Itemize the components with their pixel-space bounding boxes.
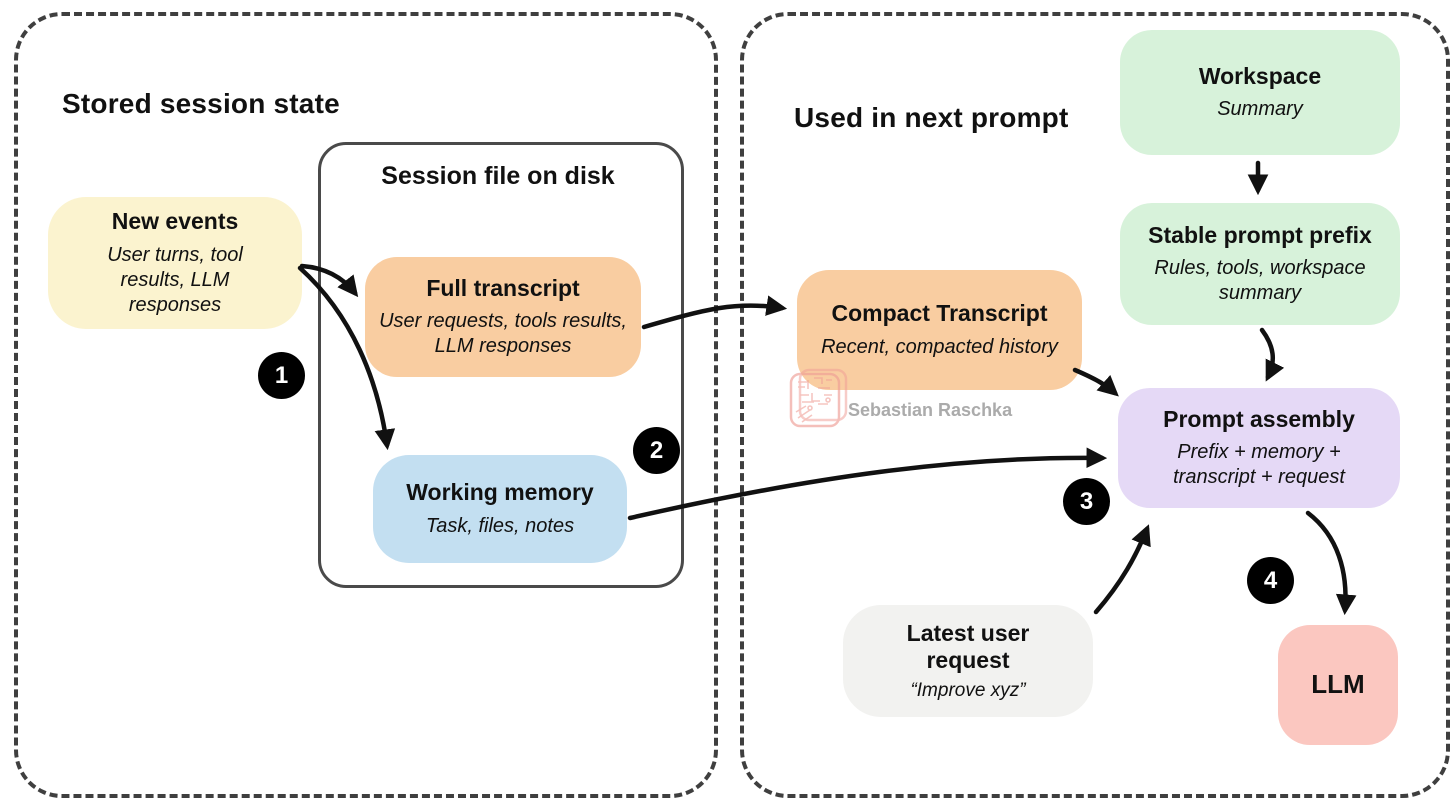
step-2-badge: 2 xyxy=(633,427,680,474)
new-events-title: New events xyxy=(111,208,239,235)
stable-prompt-prefix-node: Stable prompt prefix Rules, tools, works… xyxy=(1120,203,1400,325)
latest-user-request-subtitle: “Improve xyz” xyxy=(910,679,1026,701)
working-memory-title: Working memory xyxy=(406,479,594,506)
right-panel-title: Used in next prompt xyxy=(794,102,1069,133)
prompt-assembly-node: Prompt assembly Prefix + memory + transc… xyxy=(1118,388,1400,508)
workspace-node: Workspace Summary xyxy=(1120,30,1400,155)
stored-session-state-container xyxy=(14,12,718,798)
llm-title: LLM xyxy=(1311,669,1365,700)
compact-transcript-node: Compact Transcript Recent, compacted his… xyxy=(797,270,1082,390)
latest-user-request-title: Latest user request xyxy=(906,619,1030,674)
working-memory-subtitle: Task, files, notes xyxy=(425,514,575,537)
prompt-assembly-title: Prompt assembly xyxy=(1163,405,1355,432)
new-events-node: New events User turns, tool results, LLM… xyxy=(48,197,302,329)
left-panel-title: Stored session state xyxy=(62,88,340,119)
workspace-subtitle: Summary xyxy=(1217,98,1303,121)
step-1-badge: 1 xyxy=(258,352,305,399)
used-in-next-prompt-container xyxy=(740,12,1450,798)
new-events-subtitle: User turns, tool results, LLM responses xyxy=(107,243,243,316)
step-3-badge: 3 xyxy=(1063,478,1110,525)
latest-user-request-node: Latest user request “Improve xyz” xyxy=(843,605,1093,717)
full-transcript-title: Full transcript xyxy=(426,274,580,301)
stable-prompt-prefix-subtitle: Rules, tools, workspace summary xyxy=(1154,257,1366,305)
compact-transcript-subtitle: Recent, compacted history xyxy=(821,335,1058,358)
session-file-title: Session file on disk xyxy=(381,162,615,190)
compact-transcript-title: Compact Transcript xyxy=(831,300,1048,327)
working-memory-node: Working memory Task, files, notes xyxy=(373,455,627,563)
prompt-assembly-subtitle: Prefix + memory + transcript + request xyxy=(1173,441,1345,489)
full-transcript-subtitle: User requests, tools results, LLM respon… xyxy=(379,310,627,358)
workspace-title: Workspace xyxy=(1198,62,1322,89)
llm-node: LLM xyxy=(1278,625,1398,745)
step-4-badge: 4 xyxy=(1247,557,1294,604)
stable-prompt-prefix-title: Stable prompt prefix xyxy=(1148,221,1372,248)
full-transcript-node: Full transcript User requests, tools res… xyxy=(365,257,641,377)
